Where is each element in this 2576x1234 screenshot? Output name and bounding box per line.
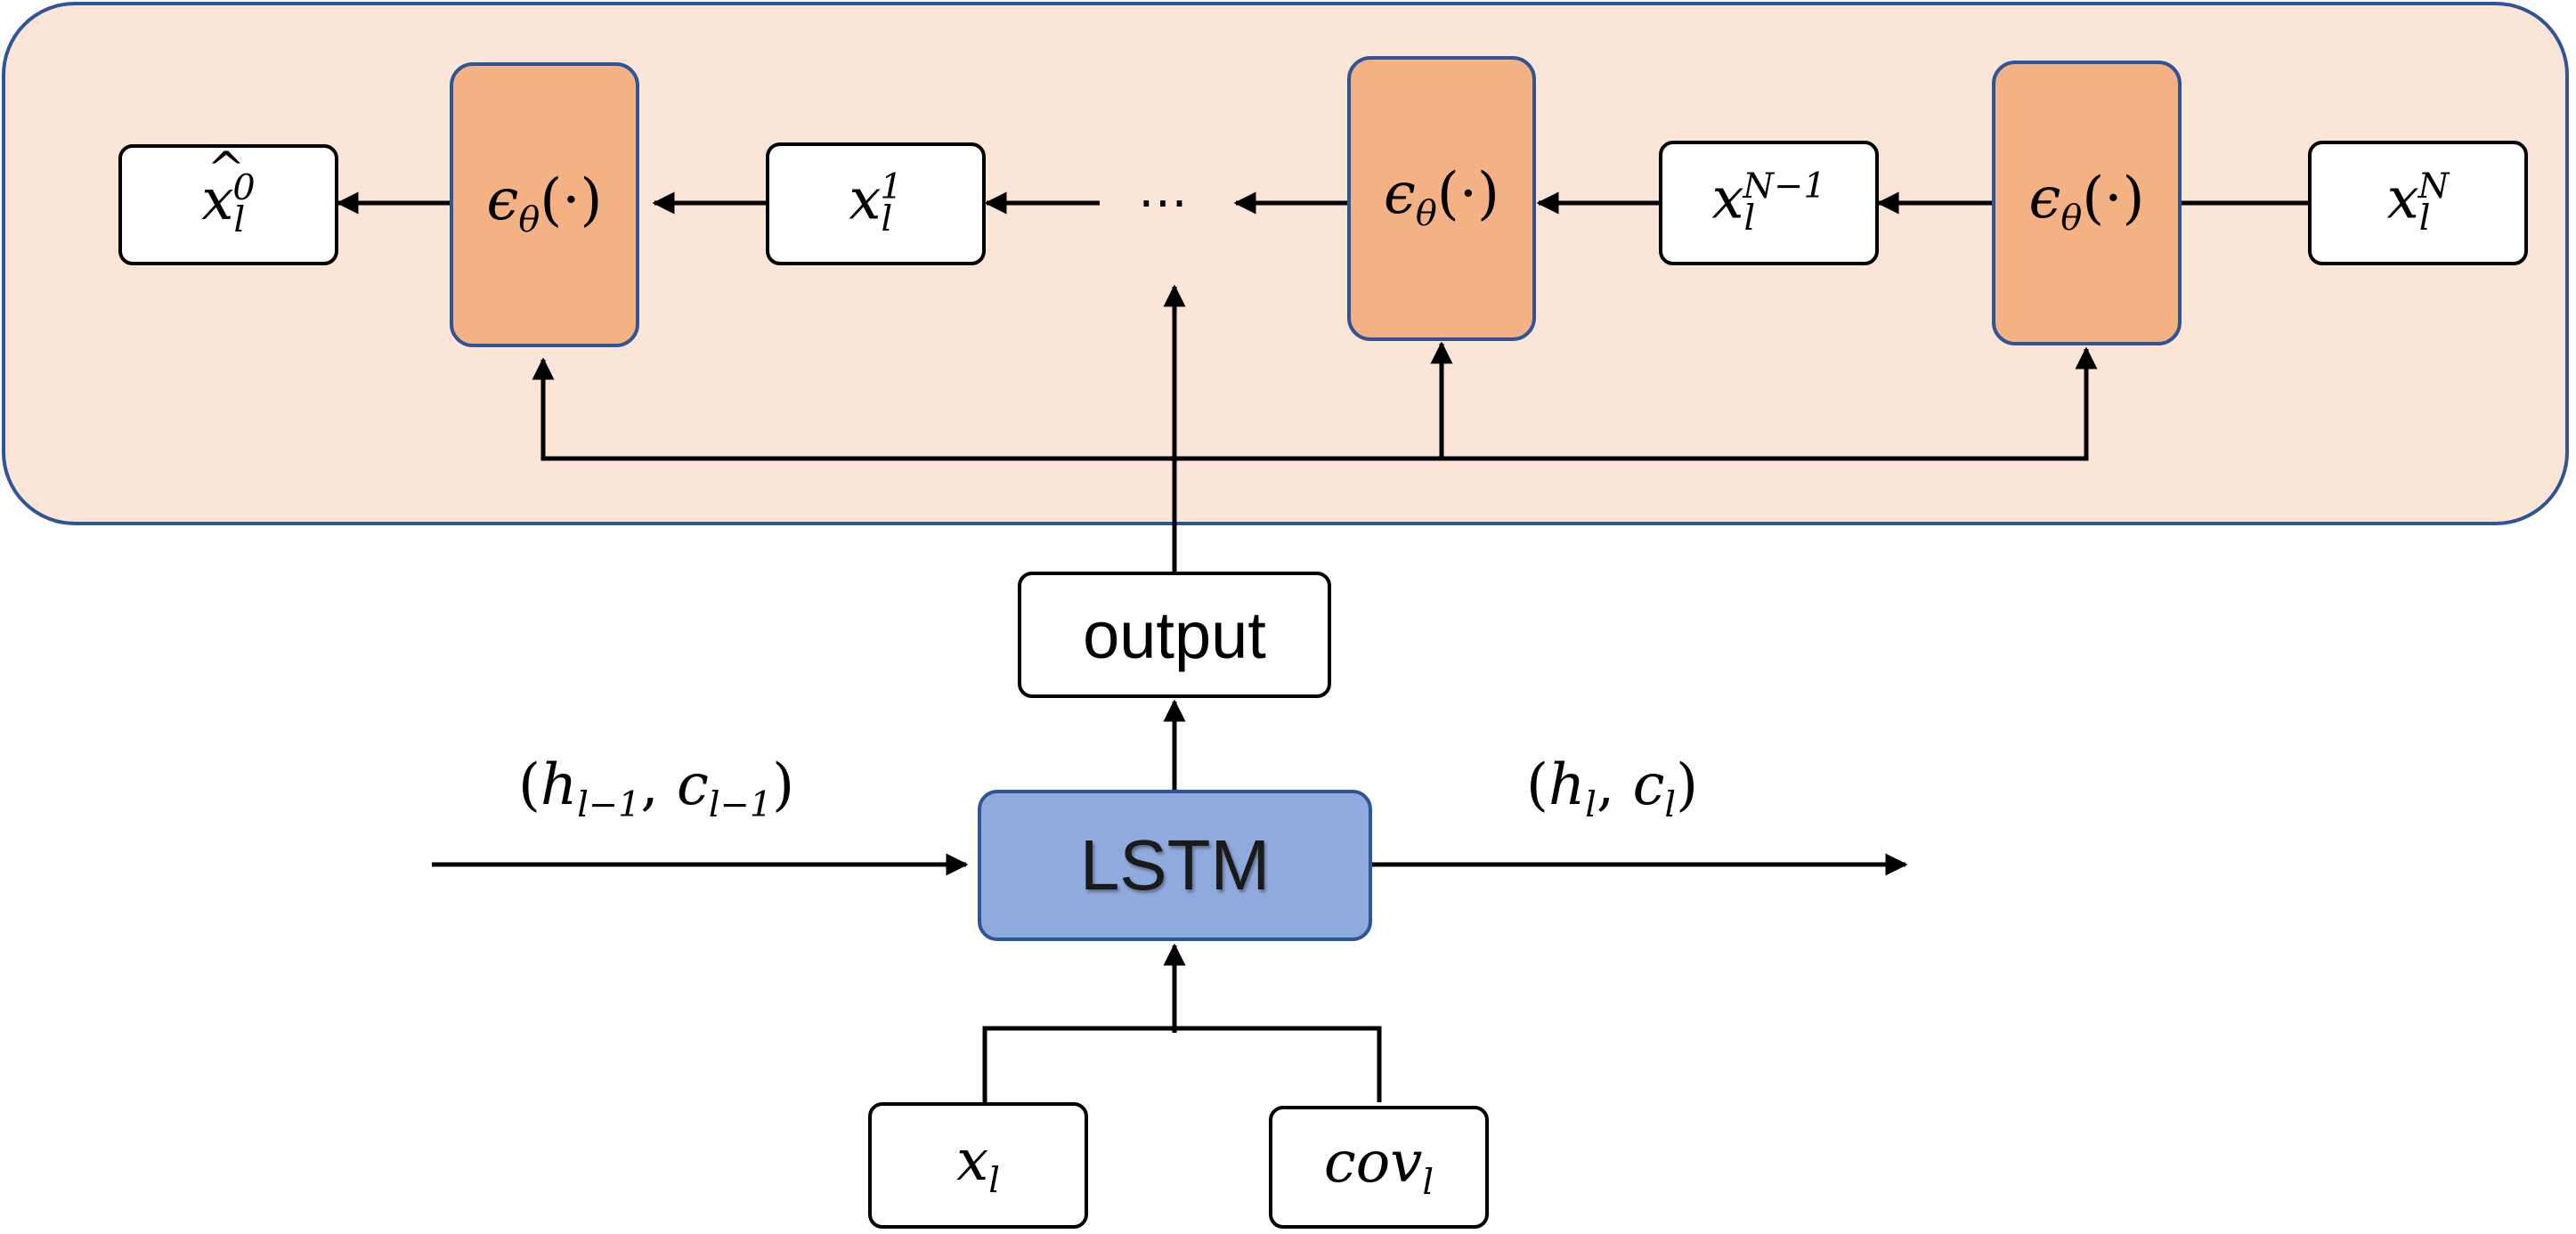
x-hat-0-box: xl0: [118, 144, 338, 265]
x-N-minus-1-label: xlN−1: [1711, 166, 1826, 239]
epsilon-theta-box-3: ϵθ(·): [1992, 61, 2182, 345]
ellipsis: ⋯: [1138, 174, 1188, 231]
output-label: output: [1083, 597, 1266, 672]
x-N-minus-1-box: xlN−1: [1659, 141, 1879, 265]
epsilon-theta-box-1: ϵθ(·): [450, 62, 639, 347]
x-hat-0-label: xl0: [201, 147, 255, 239]
cov-l-input-label: covl: [1323, 1129, 1434, 1203]
x-1-label: xl1: [849, 166, 903, 240]
lstm-label: LSTM: [1079, 825, 1271, 905]
cov-l-input-box: covl: [1269, 1106, 1489, 1229]
x-l-input-box: xl: [868, 1102, 1088, 1229]
epsilon-label-1: ϵθ(·): [486, 166, 603, 240]
output-box: output: [1018, 572, 1331, 698]
input-merge: [982, 1026, 1382, 1102]
epsilon-label-2: ϵθ(·): [1383, 160, 1499, 234]
x-N-label: xlN: [2386, 166, 2450, 239]
lstm-block: LSTM: [978, 790, 1372, 941]
x-N-box: xlN: [2308, 141, 2528, 265]
x-1-box: xl1: [766, 142, 986, 265]
prev-state-label: (hl−1, cl−1): [518, 752, 795, 825]
epsilon-label-3: ϵθ(·): [2028, 165, 2145, 239]
epsilon-theta-box-2: ϵθ(·): [1347, 56, 1536, 341]
next-state-label: (hl, cl): [1526, 752, 1699, 825]
x-l-input-label: xl: [956, 1127, 1000, 1201]
conditioning-bus: [540, 349, 2089, 461]
